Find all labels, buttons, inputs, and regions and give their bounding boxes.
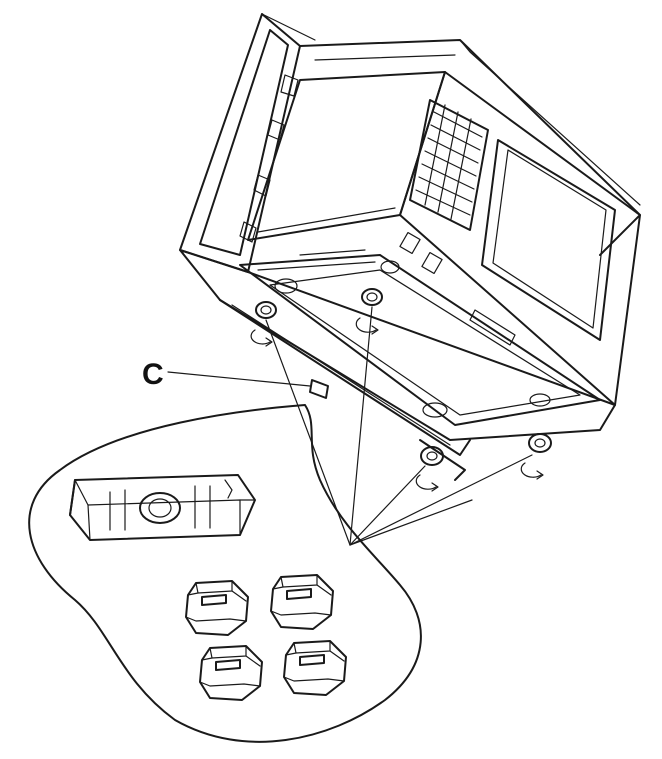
leader-lines [265,306,533,546]
vent-grille [409,99,489,231]
mounted-foot-4 [528,433,552,453]
mounted-foot-3 [420,446,444,466]
rotation-arrow-2-icon [355,317,379,335]
rubber-feet-detail [185,574,347,701]
mounted-feet [255,288,552,466]
microwave-oven [179,13,641,481]
rubber-foot-2 [270,574,334,630]
rubber-foot-4 [283,640,347,696]
rotation-arrow-4-icon [520,462,544,480]
rotation-arrow-3-icon [415,474,439,492]
rubber-foot-1 [185,580,249,636]
callout-c: C [142,358,311,391]
rubber-foot-3 [199,645,263,701]
mounted-foot-2 [361,288,383,306]
bracket-c-on-oven [309,379,329,399]
rotation-arrow-1-icon [250,329,273,347]
rotation-arrows [250,317,544,492]
mounted-foot-1 [255,301,277,319]
parts-callout-outline [28,404,422,743]
callout-label-c: C [142,358,164,391]
bracket-c-detail [69,474,256,541]
